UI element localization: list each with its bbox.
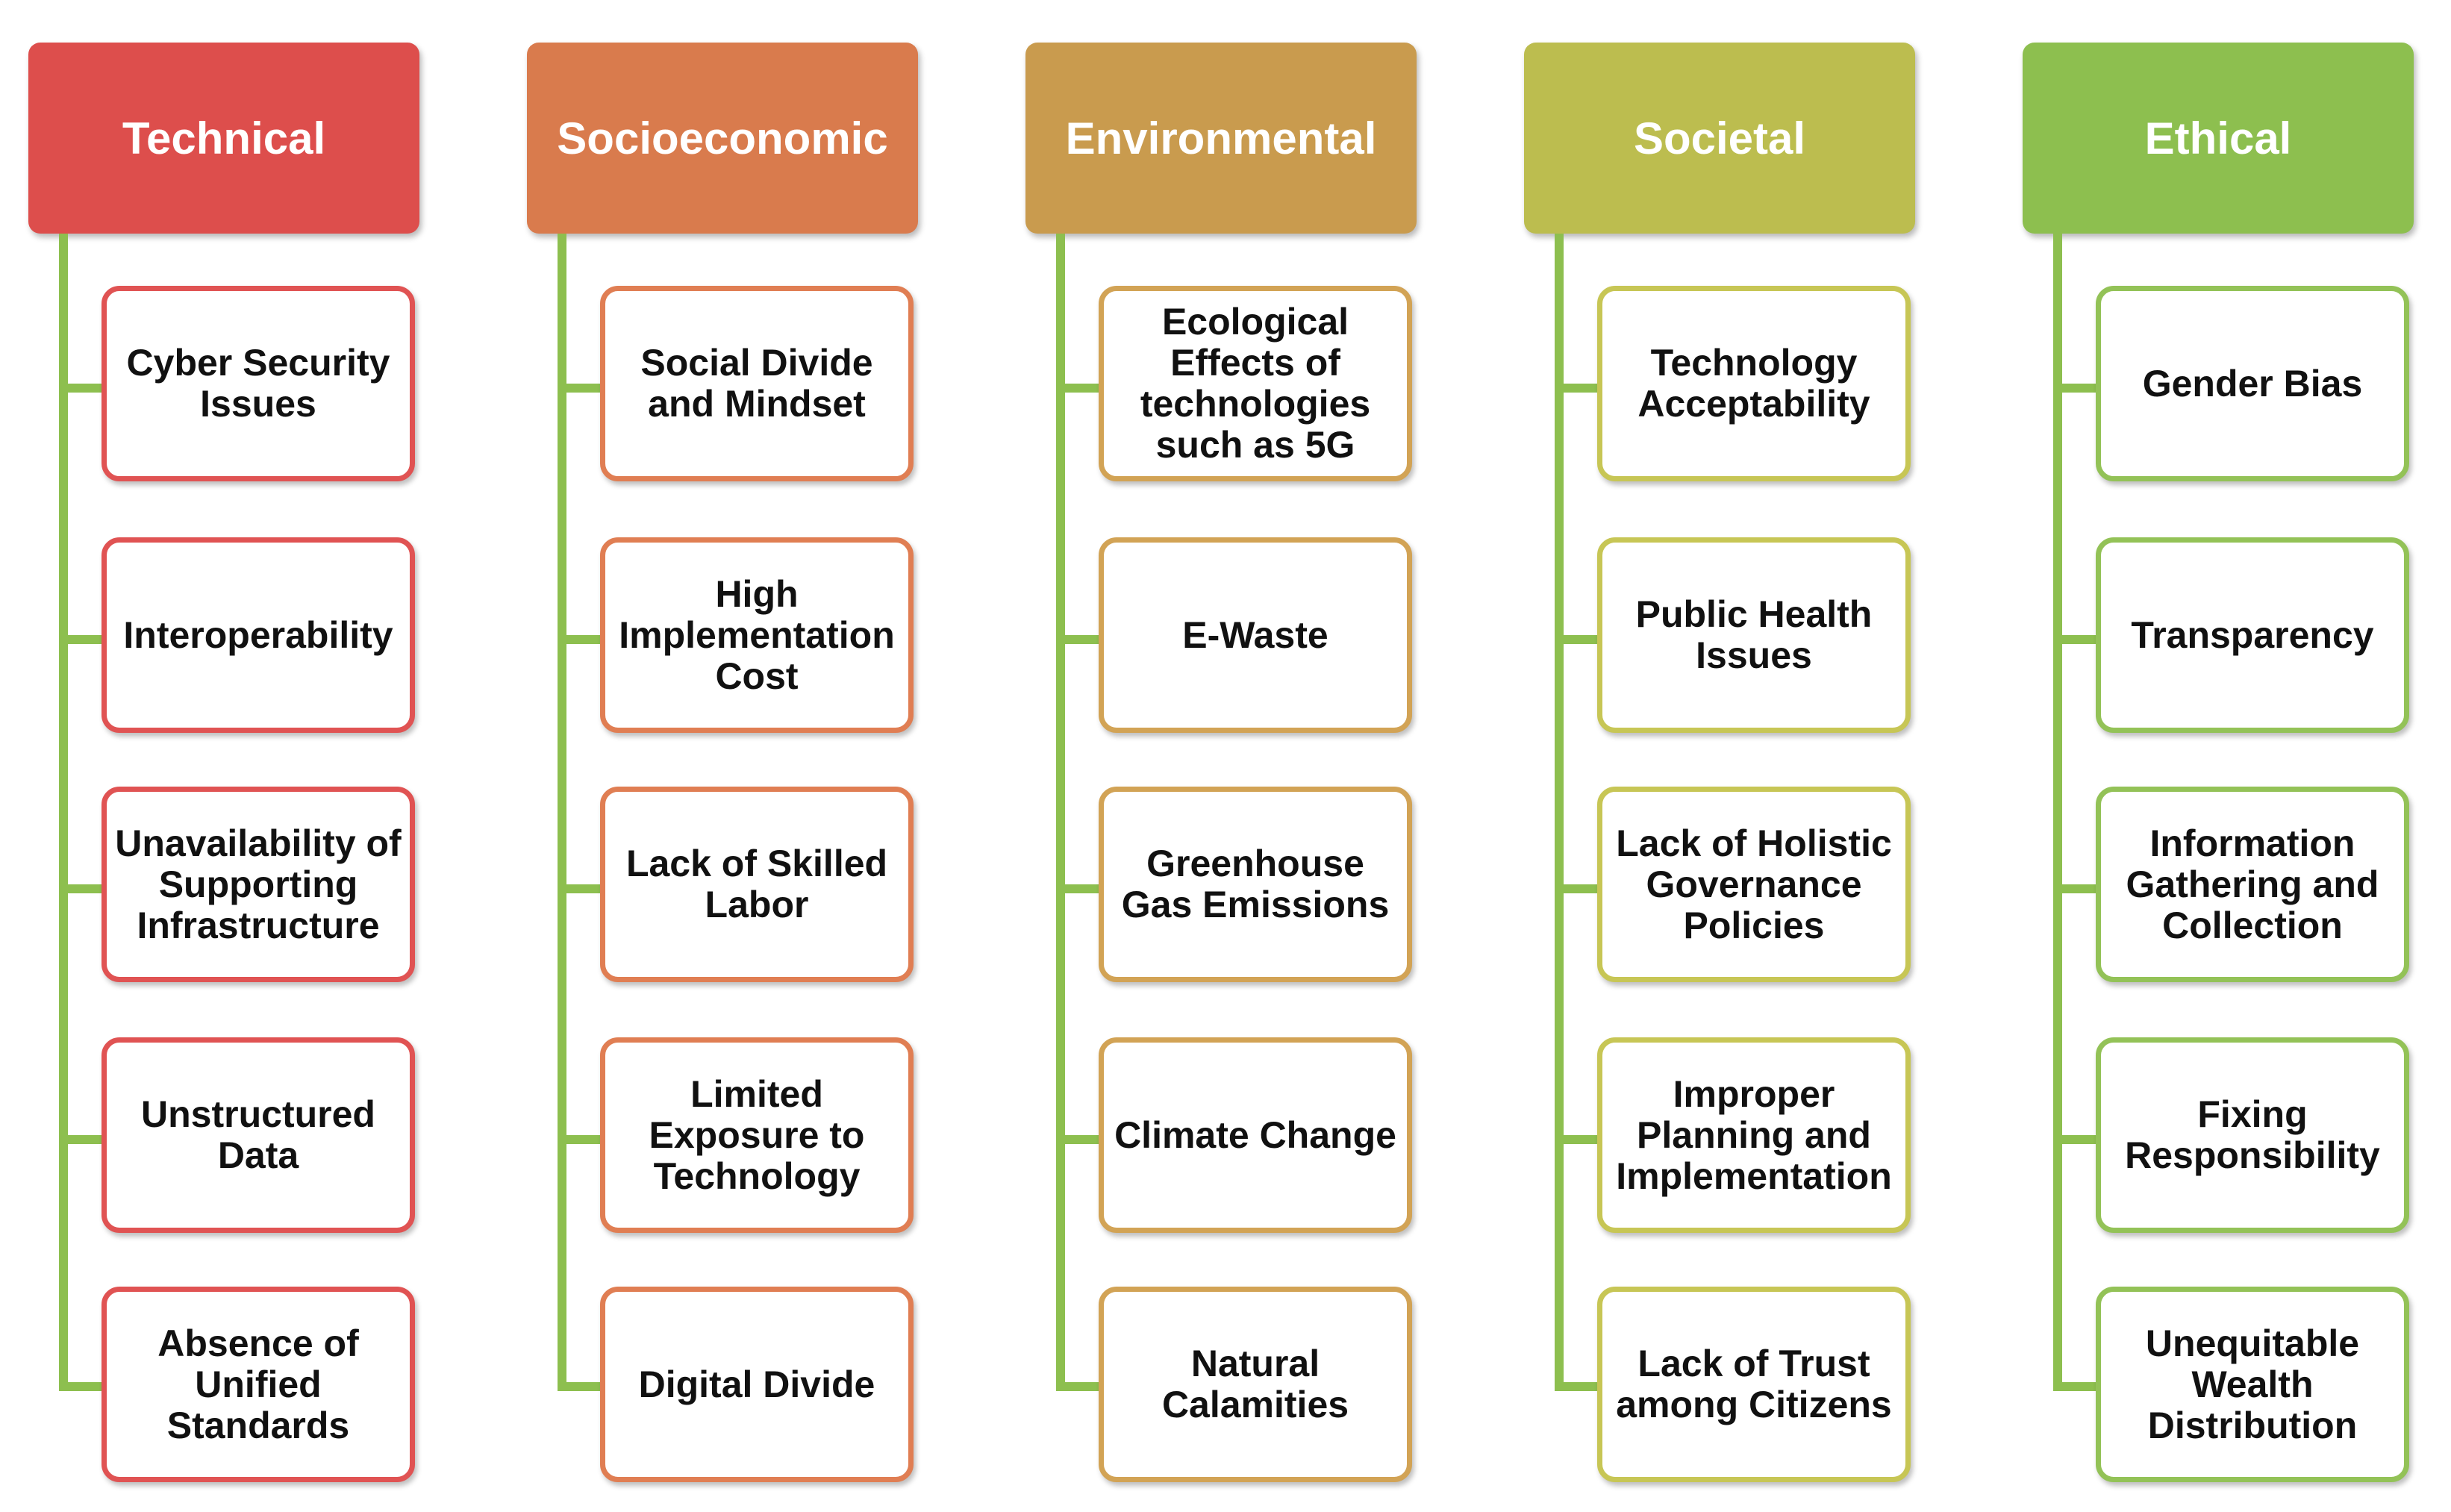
connector-branch [2053,384,2098,393]
challenge-box: Technology Acceptability [1597,286,1911,481]
category-header: Environmental [1025,43,1417,234]
connector-branch [1056,884,1101,893]
challenge-box: Transparency [2096,537,2409,733]
connector-branch [558,635,602,644]
challenge-box: Lack of Holistic Governance Policies [1597,787,1911,982]
connector-branch [59,384,104,393]
challenge-box: Limited Exposure to Technology [600,1037,914,1233]
connector-branch [1056,635,1101,644]
connector-branch [2053,1382,2098,1391]
connector-branch [558,884,602,893]
connector-branch [59,1135,104,1144]
category-technical: Technical Cyber Security Issues Interope… [0,0,419,1512]
challenge-box: Social Divide and Mindset [600,286,914,481]
challenge-box: High Implementation Cost [600,537,914,733]
challenge-box: Cyber Security Issues [102,286,415,481]
challenge-box: Absence of Unified Standards [102,1287,415,1482]
connector-branch [1555,635,1599,644]
challenge-box: Lack of Skilled Labor [600,787,914,982]
connector-branch [1056,384,1101,393]
connector-branch [558,384,602,393]
category-socioeconomic: Socioeconomic Social Divide and Mindset … [499,0,918,1512]
connector-trunk [1056,234,1065,1391]
connector-branch [2053,635,2098,644]
category-environmental: Environmental Ecological Effects of tech… [997,0,1417,1512]
challenge-box: Improper Planning and Implementation [1597,1037,1911,1233]
challenge-box: Gender Bias [2096,286,2409,481]
connector-branch [1555,384,1599,393]
connector-branch [558,1382,602,1391]
category-header: Socioeconomic [527,43,918,234]
connector-trunk [558,234,566,1391]
challenge-box: Climate Change [1099,1037,1412,1233]
connector-trunk [2053,234,2062,1391]
challenge-box: Interoperability [102,537,415,733]
challenge-box: Digital Divide [600,1287,914,1482]
connector-branch [1056,1135,1101,1144]
category-ethical: Ethical Gender Bias Transparency Informa… [1994,0,2414,1512]
connector-branch [2053,884,2098,893]
connector-branch [558,1135,602,1144]
connector-branch [1555,1382,1599,1391]
challenge-box: Unequitable Wealth Distribution [2096,1287,2409,1482]
challenge-box: Information Gathering and Collection [2096,787,2409,982]
challenge-box: Natural Calamities [1099,1287,1412,1482]
challenge-box: Unstructured Data [102,1037,415,1233]
connector-trunk [59,234,68,1391]
challenge-box: Public Health Issues [1597,537,1911,733]
challenge-box: Fixing Responsibility [2096,1037,2409,1233]
connector-branch [1555,1135,1599,1144]
category-societal: Societal Technology Acceptability Public… [1496,0,1915,1512]
category-header: Ethical [2023,43,2414,234]
category-header: Societal [1524,43,1915,234]
challenge-box: E-Waste [1099,537,1412,733]
connector-branch [59,884,104,893]
connector-branch [1555,884,1599,893]
connector-branch [1056,1382,1101,1391]
category-header: Technical [28,43,419,234]
challenge-box: Ecological Effects of technologies such … [1099,286,1412,481]
connector-branch [59,1382,104,1391]
connector-trunk [1555,234,1564,1391]
connector-branch [59,635,104,644]
connector-branch [2053,1135,2098,1144]
challenge-box: Unavailability of Supporting Infrastruct… [102,787,415,982]
challenge-box: Greenhouse Gas Emissions [1099,787,1412,982]
challenge-box: Lack of Trust among Citizens [1597,1287,1911,1482]
